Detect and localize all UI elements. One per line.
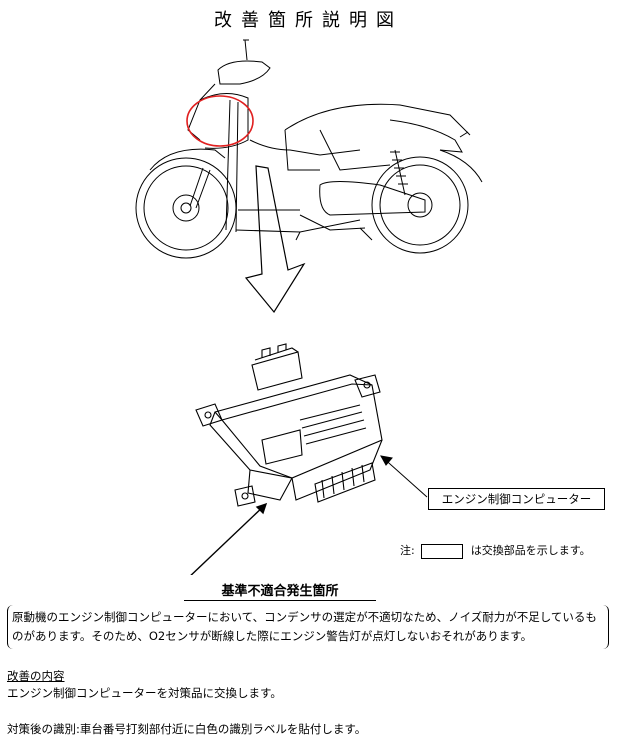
note-prefix: 注: (400, 544, 415, 557)
ecu-drawing (195, 343, 383, 507)
page-title: 改善箇所説明図 (214, 10, 403, 31)
improvement-text: エンジン制御コンピューターを対策品に交換します。 (7, 686, 282, 700)
replacement-note: 注: は交換部品を示します。 (400, 542, 591, 559)
defect-heading: 基準不適合発生箇所 (184, 580, 376, 601)
part-label-leader (380, 455, 428, 498)
improvement-heading: 改善の内容 (7, 669, 65, 683)
highlight-circle (186, 95, 254, 147)
note-suffix: は交換部品を示します。 (470, 544, 591, 557)
pointer-arrow (244, 165, 306, 314)
defect-description: 原動機のエンジン制御コンピューターにおいて、コンデンサの選定が不適切なため、ノイ… (7, 605, 609, 649)
scooter-drawing (135, 39, 483, 259)
identification-text: 対策後の識別:車台番号打刻部付近に白色の識別ラベルを貼付します。 (7, 722, 367, 736)
scooter-and-ecu-illustration (135, 39, 483, 575)
defect-leader (190, 503, 267, 575)
legend-box (420, 543, 463, 559)
part-label: エンジン制御コンピューター (428, 488, 605, 510)
